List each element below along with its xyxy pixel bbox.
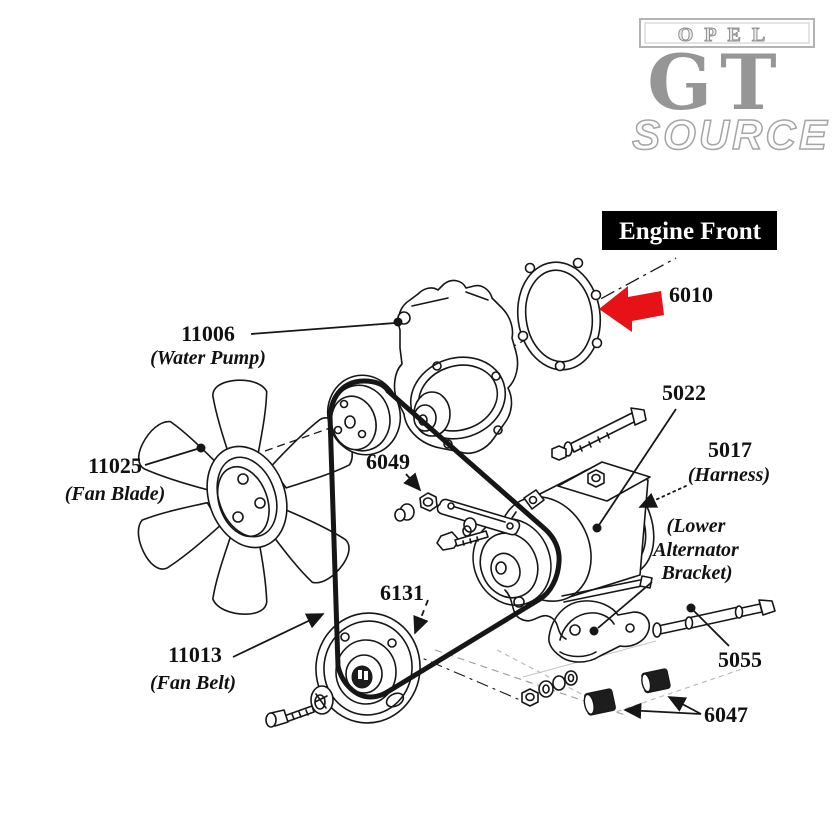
part-label-6047: 6047 xyxy=(704,702,748,727)
part-label-5055: 5055 xyxy=(718,647,762,672)
pulley-washer-and-bolt-drawing xyxy=(265,685,334,728)
badge-background xyxy=(602,211,777,250)
harness-wire-drawing xyxy=(504,589,567,640)
leader-6049 xyxy=(403,472,422,492)
leader-6047-a xyxy=(623,702,702,719)
bracket-note-line1: (Lower xyxy=(667,515,726,537)
logo-gt-text: GT xyxy=(647,38,784,127)
bracket-note-line2: Alternator xyxy=(651,539,739,561)
part-label-6049: 6049 xyxy=(366,449,410,474)
water-pump-drawing xyxy=(393,279,519,454)
water-pump-gasket-drawing xyxy=(516,257,603,372)
badge-label: Engine Front xyxy=(619,218,762,245)
bushing-drawing xyxy=(583,688,616,716)
leader-11025 xyxy=(144,448,198,466)
part-labels: 6010 11006 (Water Pump) 11025 (Fan Blade… xyxy=(65,282,770,727)
bushing-drawing-2 xyxy=(641,668,671,694)
part-label-5022: 5022 xyxy=(662,380,706,405)
adjusting-strap-and-hardware-drawing xyxy=(394,492,521,551)
logo-opel-text: OPEL xyxy=(678,24,776,46)
water-pump-pulley-drawing xyxy=(326,374,402,456)
part-name-fan-blade: (Fan Blade) xyxy=(65,483,166,505)
alternator-bolt-and-nuts-drawing xyxy=(551,407,647,488)
part-label-5017: 5017 xyxy=(708,437,752,462)
part-name-harness: (Harness) xyxy=(688,464,770,486)
leader-11013 xyxy=(232,613,325,658)
leader-6047-b xyxy=(667,696,702,715)
part-label-6010: 6010 xyxy=(669,282,713,307)
leader-bracket-note xyxy=(597,581,653,629)
opel-logo-inner-frame xyxy=(644,22,810,44)
leader-5055 xyxy=(693,610,730,647)
bracket-note-line3: Bracket) xyxy=(660,562,732,584)
leader-lines xyxy=(144,317,730,719)
leader-5017-dotted xyxy=(638,485,687,508)
part-label-11025: 11025 xyxy=(88,453,142,478)
fan-belt-drawing xyxy=(327,378,562,700)
part-name-fan-belt: (Fan Belt) xyxy=(150,672,236,694)
nuts-and-bushings-drawing xyxy=(521,668,671,716)
leader-6131-dashed xyxy=(413,599,429,635)
bracket-spacer-drawing xyxy=(687,606,742,629)
part-label-6131: 6131 xyxy=(380,580,424,605)
part-label-11013: 11013 xyxy=(168,642,222,667)
opel-gt-source-logo: OPEL GT SOURCE xyxy=(631,18,830,159)
leader-11006 xyxy=(250,322,396,335)
part-label-11006: 11006 xyxy=(181,321,235,346)
fan-blade-drawing xyxy=(129,377,362,617)
leader-5022 xyxy=(598,408,677,526)
engine-front-badge: Engine Front xyxy=(602,211,777,250)
part-name-water-pump: (Water Pump) xyxy=(150,347,266,369)
red-arrow-icon xyxy=(599,286,664,332)
nut-6049-drawing xyxy=(419,492,438,512)
lower-alternator-bracket-drawing xyxy=(504,589,776,663)
logo-source-text: SOURCE xyxy=(632,111,830,158)
opel-logo-frame xyxy=(639,18,815,48)
